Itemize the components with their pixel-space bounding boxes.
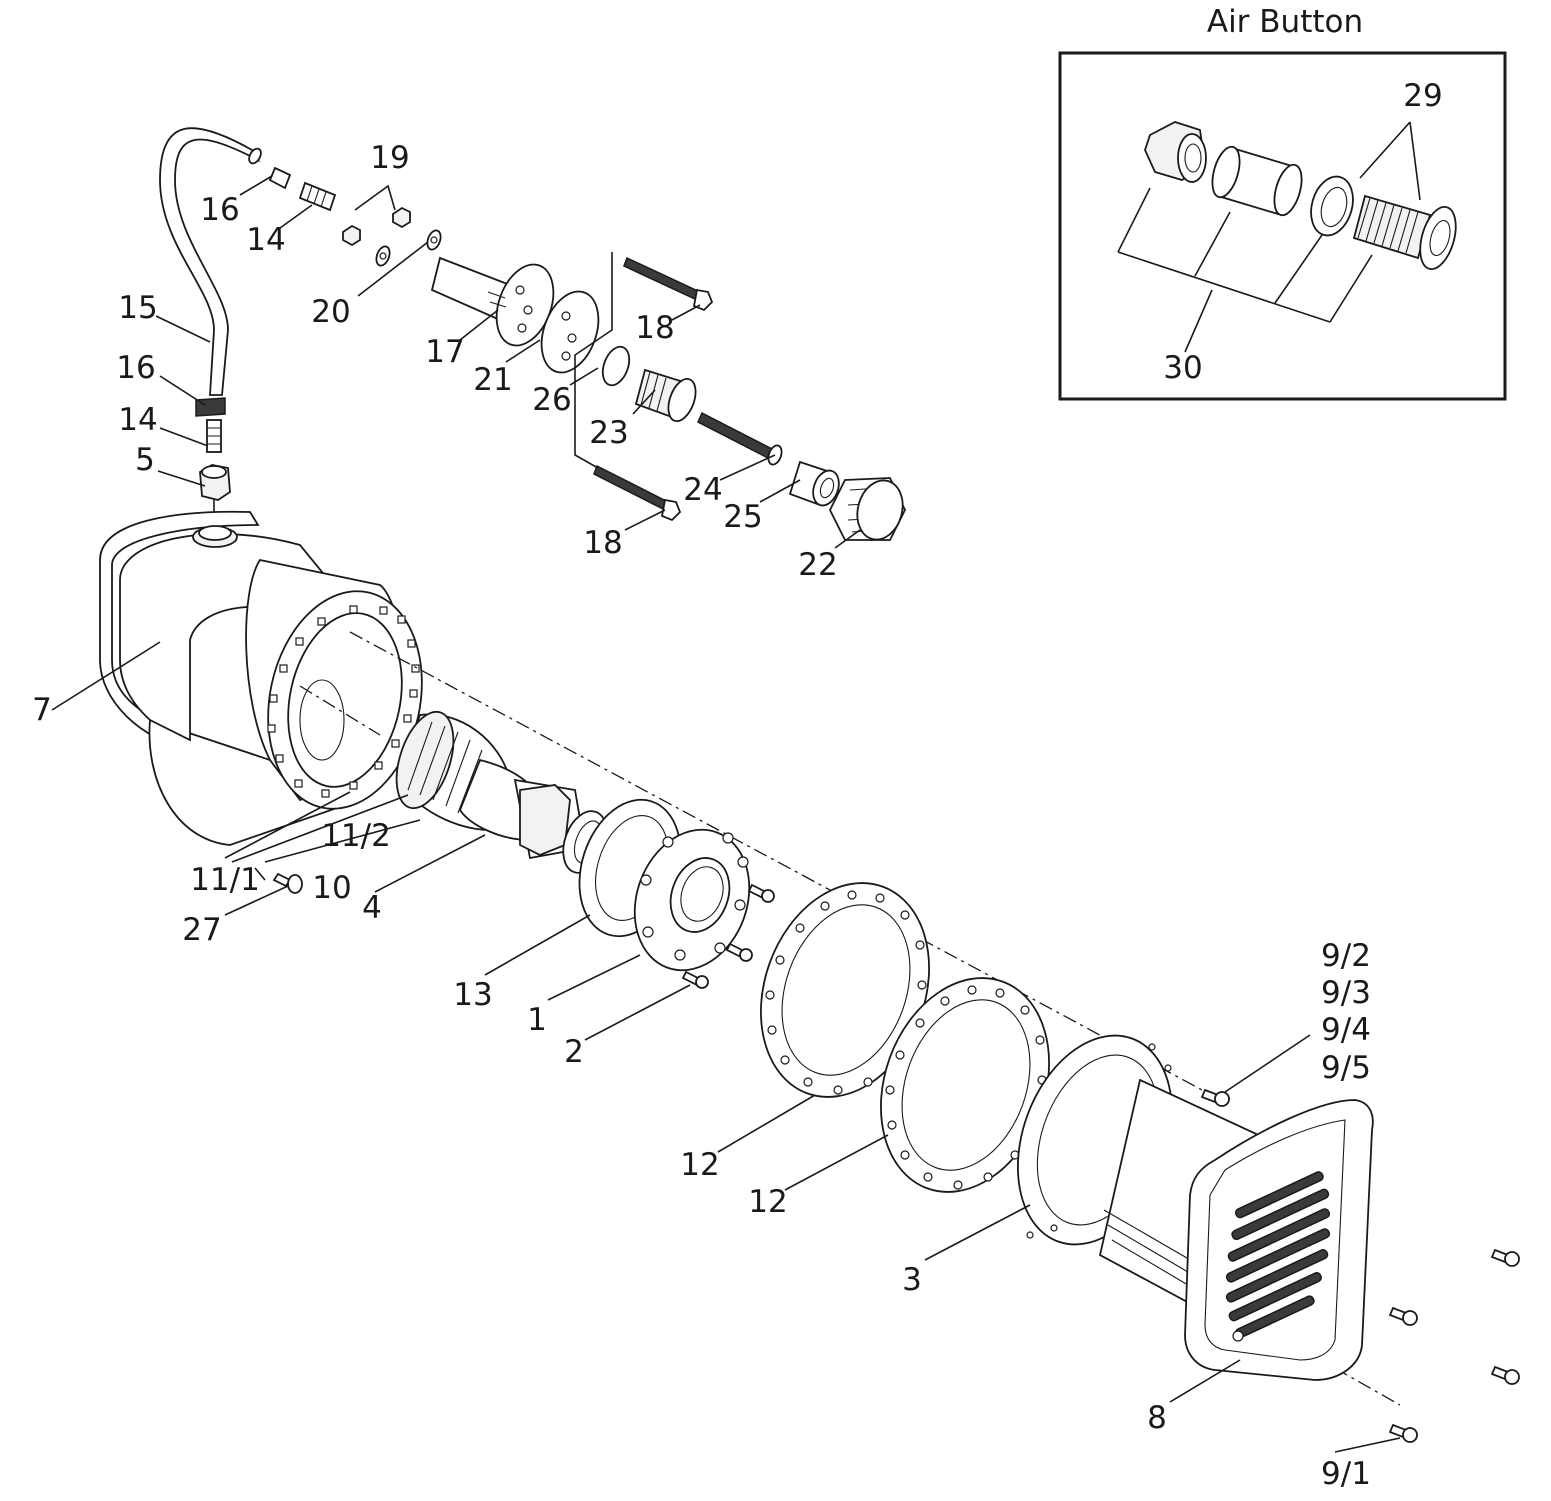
hose-nipple-top — [298, 181, 337, 212]
label-19: 19 — [370, 140, 409, 176]
label-24: 24 — [683, 472, 722, 508]
air-button-threaded-body — [1352, 194, 1457, 270]
label-9-3: 9/3 — [1321, 975, 1371, 1011]
label-26: 26 — [532, 382, 571, 418]
label-9-4: 9/4 — [1321, 1012, 1371, 1048]
hose-clamp-top — [268, 166, 292, 190]
label-2: 2 — [564, 1034, 584, 1070]
faceplate-screws — [1200, 1088, 1520, 1443]
label-12-second: 12 — [748, 1184, 787, 1220]
label-25: 25 — [723, 499, 762, 535]
screw-27 — [272, 872, 303, 894]
label-21: 21 — [473, 362, 512, 398]
label-10: 10 — [312, 870, 351, 906]
label-18-bottom: 18 — [583, 525, 622, 561]
label-29: 29 — [1403, 78, 1442, 114]
label-14-lower: 14 — [118, 402, 157, 438]
bushing-25 — [788, 460, 840, 507]
air-button-frame — [1058, 51, 1507, 401]
label-12-first: 12 — [680, 1147, 719, 1183]
label-14-top: 14 — [246, 222, 285, 258]
label-11-2: 11/2 — [321, 818, 391, 854]
label-9-2: 9/2 — [1321, 938, 1371, 974]
washer-20 — [375, 245, 391, 267]
label-27: 27 — [182, 912, 221, 948]
label-8: 8 — [1147, 1400, 1167, 1436]
washer-26 — [601, 345, 631, 387]
air-button-title: Air Button — [1207, 4, 1363, 40]
pump-insert — [395, 710, 608, 874]
label-22: 22 — [798, 547, 837, 583]
faceplate-8 — [1184, 1099, 1374, 1381]
label-5: 5 — [135, 442, 155, 478]
label-16-lower: 16 — [116, 350, 155, 386]
label-30: 30 — [1163, 350, 1202, 386]
knob-22 — [828, 477, 906, 541]
faceplate-grille — [1225, 1171, 1331, 1339]
label-9-1: 9/1 — [1321, 1456, 1371, 1492]
spindle-24 — [697, 411, 783, 466]
flange-screws-2 — [681, 883, 775, 989]
main-housing-7 — [99, 510, 423, 846]
hose-clamp-lower — [195, 397, 226, 417]
spare-screw-c — [1490, 1365, 1520, 1385]
flange-1 — [633, 828, 751, 972]
air-button-ring — [1310, 175, 1354, 237]
air-button-sleeve — [1211, 145, 1303, 217]
bolt-18-top — [623, 256, 714, 312]
control-assembly — [342, 206, 906, 541]
label-15: 15 — [118, 290, 157, 326]
threaded-ring-23 — [634, 368, 697, 422]
mounting-plate-17 — [430, 256, 555, 347]
hose-nipple-lower — [206, 419, 222, 453]
screw-9-1 — [1388, 1423, 1418, 1443]
label-3: 3 — [902, 1262, 922, 1298]
air-hose-assembly — [159, 127, 337, 530]
label-9-5: 9/5 — [1321, 1050, 1371, 1086]
nut-19 — [392, 206, 411, 229]
spare-screw-a — [1490, 1248, 1520, 1267]
washer-19 — [426, 229, 442, 251]
label-23: 23 — [589, 415, 628, 451]
gasket-12-second — [880, 977, 1050, 1193]
label-4: 4 — [362, 890, 382, 926]
screw-9-2-5 — [1200, 1088, 1230, 1107]
label-20: 20 — [311, 294, 350, 330]
label-18-top: 18 — [635, 310, 674, 346]
label-7: 7 — [32, 692, 52, 728]
nut-20 — [342, 224, 361, 247]
label-1: 1 — [527, 1002, 547, 1038]
hose-fitting-5 — [199, 464, 231, 501]
label-11-1: 11/1 — [190, 862, 260, 898]
label-17: 17 — [425, 334, 464, 370]
bolt-18-bottom — [593, 464, 682, 522]
gasket-21 — [540, 290, 600, 374]
air-button-inset: Air Button 29 30 — [1058, 4, 1507, 401]
label-16-top: 16 — [200, 192, 239, 228]
label-13: 13 — [453, 977, 492, 1013]
air-button-hex-nut — [1144, 121, 1207, 183]
spare-screw-b — [1388, 1306, 1418, 1326]
